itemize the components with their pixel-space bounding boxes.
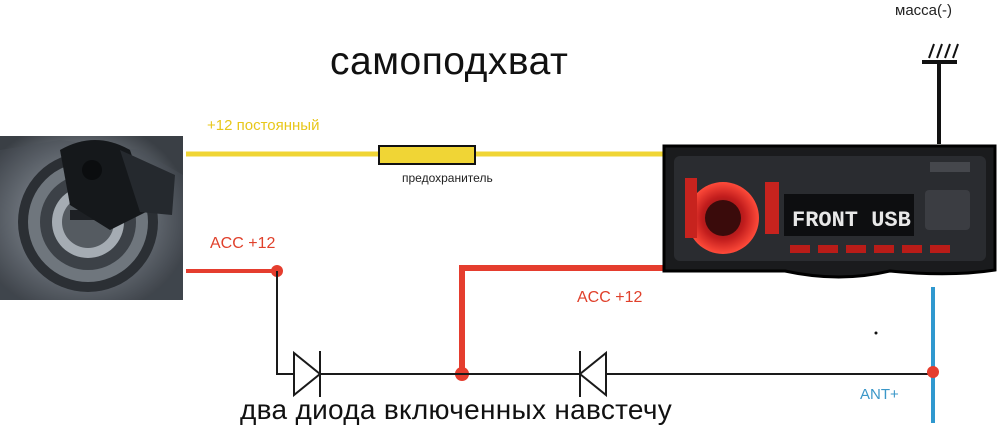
antenna-junction-dot [927, 366, 939, 378]
stray-dot [874, 331, 878, 335]
diode-left [293, 350, 322, 398]
diodes-note: два диода включенных навстечу [240, 394, 673, 425]
car-radio: FRONT USB [662, 144, 997, 279]
constant-12v-label: +12 постоянный [207, 117, 320, 134]
ignition-switch [0, 136, 183, 300]
acc-radio-wire [459, 265, 665, 374]
acc-radio-label: ACC +12 [577, 289, 643, 306]
diode-circuit [276, 271, 931, 375]
fuse-label: предохранитель [402, 171, 493, 185]
ground-symbol [922, 43, 959, 144]
ground-label: масса(-) [895, 2, 952, 19]
radio-display: FRONT USB [792, 208, 911, 233]
antenna-label: ANT+ [860, 386, 899, 403]
diagram-title: самоподхват [330, 40, 569, 83]
acc-ignition-label: ACC +12 [210, 235, 276, 252]
fuse-symbol [378, 145, 476, 165]
diode-right [578, 350, 607, 398]
